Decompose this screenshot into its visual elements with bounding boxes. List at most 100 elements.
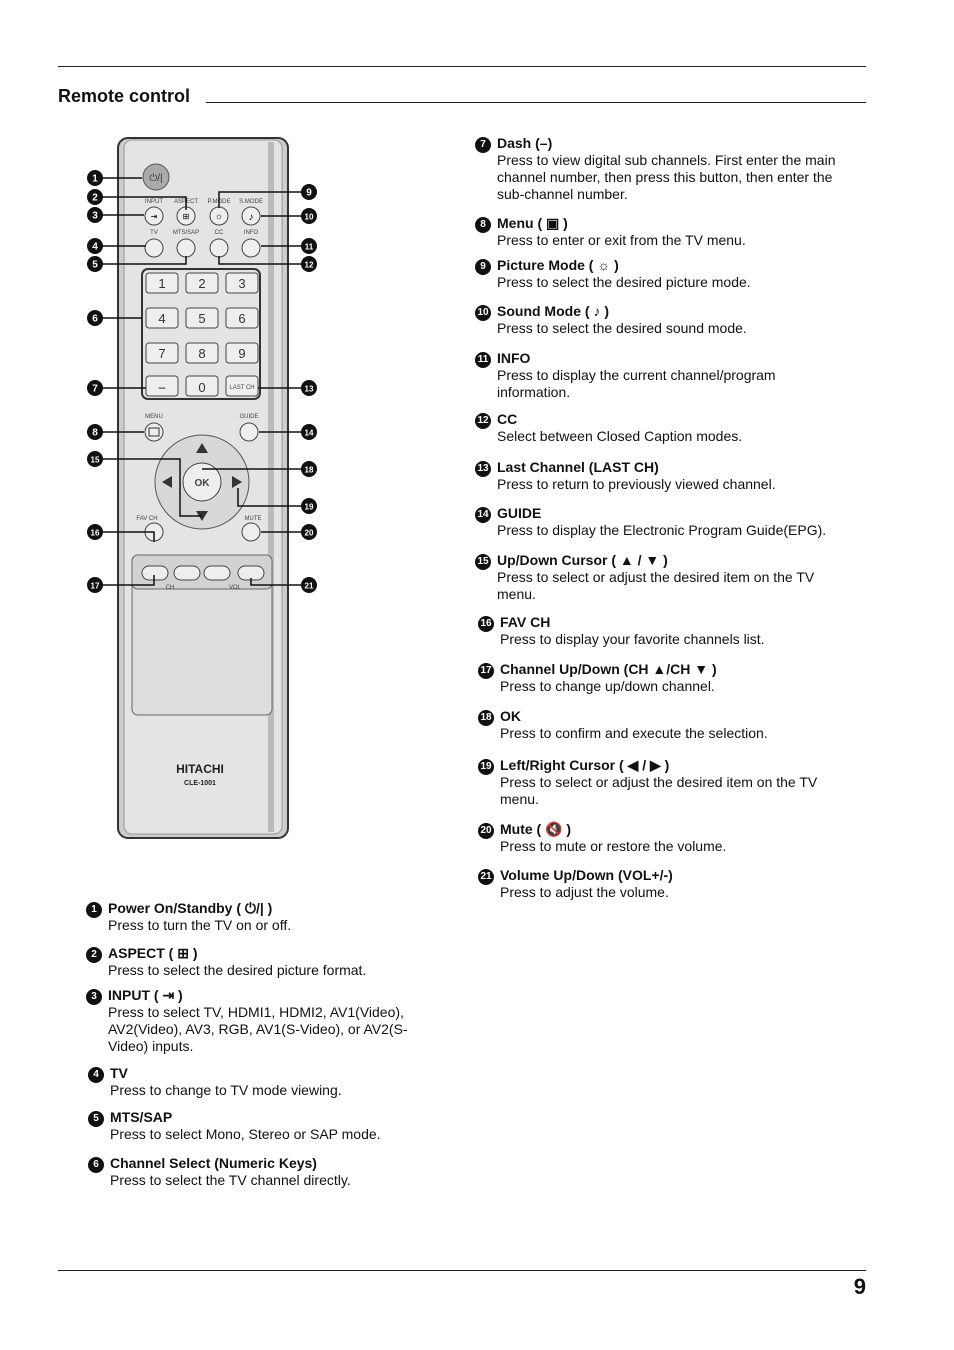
zero-button xyxy=(185,375,219,397)
up-arrow-icon xyxy=(196,443,208,453)
cc-button xyxy=(209,238,229,258)
item-heading: INPUT ( ⇥ ) xyxy=(108,987,183,1003)
callout-2-label: 2 xyxy=(92,193,98,204)
item-number-badge: 9 xyxy=(475,259,491,275)
item-heading: ASPECT ( ⊞ ) xyxy=(108,945,198,961)
title-rule xyxy=(206,102,866,103)
callout-18-label: 18 xyxy=(305,466,314,475)
label-tv: TV xyxy=(150,230,158,236)
item-number-badge: 12 xyxy=(475,413,491,429)
item-heading: GUIDE xyxy=(497,505,542,521)
callout-7-badge xyxy=(87,380,103,396)
callout-5-badge xyxy=(87,256,103,272)
callout-14-badge xyxy=(301,424,317,440)
brand-logo: HITACHI xyxy=(176,762,224,776)
label-ch: CH xyxy=(166,585,175,591)
item-heading: Mute ( 🔇 ) xyxy=(500,821,572,837)
item-heading: TV xyxy=(110,1065,128,1081)
mts-button xyxy=(176,238,196,258)
callout-19-label: 19 xyxy=(305,503,314,512)
item-number-badge: 7 xyxy=(475,137,491,153)
item-number-badge: 4 xyxy=(88,1067,104,1083)
item-19: 19 Left/Right Cursor ( ◀ / ▶ ) Press to … xyxy=(478,757,850,808)
item-number-badge: 17 xyxy=(478,663,494,679)
callout-17-badge xyxy=(87,577,103,593)
callout-10-badge xyxy=(301,208,317,224)
item-heading: FAV CH xyxy=(500,614,551,630)
label-vol: VOL xyxy=(229,585,242,591)
callout-13-label: 13 xyxy=(305,385,314,394)
input-button xyxy=(144,206,164,226)
zero-label: 0 xyxy=(198,380,205,395)
lastch-button xyxy=(225,375,259,397)
callout-18-badge xyxy=(301,461,317,477)
item-14: 14 GUIDE Press to display the Electronic… xyxy=(475,505,847,539)
item-heading: OK xyxy=(500,708,521,724)
item-number-badge: 15 xyxy=(475,554,491,570)
bottom-rule xyxy=(58,1270,866,1271)
item-4: 4 TV Press to change to TV mode viewing. xyxy=(88,1065,440,1099)
item-heading: CC xyxy=(497,411,518,427)
callout-6-label: 6 xyxy=(92,314,98,325)
key-9-label: 9 xyxy=(238,346,245,361)
top-rule xyxy=(58,66,866,67)
ch-up-button xyxy=(173,565,201,581)
callout-14-label: 14 xyxy=(305,429,314,438)
left-arrow-icon xyxy=(162,476,172,488)
right-arrow-icon xyxy=(232,476,242,488)
callout-10-label: 10 xyxy=(305,213,314,222)
ok-label: OK xyxy=(195,478,211,489)
page-title: Remote control xyxy=(58,86,197,107)
guide-button xyxy=(239,422,259,442)
item-1: 1 Power On/Standby ( ⏻/| ) Press to turn… xyxy=(86,900,438,934)
remote-illustration: ⏻/| INPUT ASPECT P.MODE S.MODE ⇥ ⊞ ☼ ♪ T… xyxy=(87,137,317,839)
item-12: 12 CC Select between Closed Caption mode… xyxy=(475,411,847,445)
key-3-label: 3 xyxy=(238,276,245,291)
callout-12-label: 12 xyxy=(305,261,314,270)
item-description: Press to select or adjust the desired it… xyxy=(497,569,815,602)
dash-button xyxy=(145,375,179,397)
item-number-badge: 8 xyxy=(475,217,491,233)
lastch-label: LAST CH xyxy=(229,385,254,391)
item-heading: Channel Up/Down (CH ▲/CH ▼ ) xyxy=(500,661,717,677)
callout-7-label: 7 xyxy=(92,384,98,395)
callout-3-label: 3 xyxy=(92,211,98,222)
svg-text:⇥: ⇥ xyxy=(151,212,158,221)
power-button xyxy=(142,163,170,191)
key-8-label: 8 xyxy=(198,346,205,361)
dash-label: – xyxy=(159,380,166,394)
item-description: Press to select the desired picture mode… xyxy=(497,274,751,290)
item-number-badge: 10 xyxy=(475,305,491,321)
item-description: Press to display your favorite channels … xyxy=(500,631,765,647)
item-description: Press to select the desired sound mode. xyxy=(497,320,747,336)
callout-9-label: 9 xyxy=(306,188,312,199)
item-heading: Power On/Standby ( ⏻/| ) xyxy=(108,900,273,916)
callout-6-badge xyxy=(87,310,103,326)
item-17: 17 Channel Up/Down (CH ▲/CH ▼ ) Press to… xyxy=(478,661,850,695)
item-number-badge: 20 xyxy=(478,823,494,839)
key-7-label: 7 xyxy=(158,346,165,361)
callout-21-badge xyxy=(301,577,317,593)
key-6-label: 6 xyxy=(238,311,245,326)
item-description: Press to select or adjust the desired it… xyxy=(500,774,818,807)
item-heading: Dash (–) xyxy=(497,135,553,151)
item-number-badge: 3 xyxy=(86,989,102,1005)
item-8: 8 Menu ( ▣ ) Press to enter or exit from… xyxy=(475,215,847,249)
item-description: Press to change to TV mode viewing. xyxy=(110,1082,342,1098)
item-5: 5 MTS/SAP Press to select Mono, Stereo o… xyxy=(88,1109,440,1143)
callout-16-badge xyxy=(87,524,103,540)
item-heading: Last Channel (LAST CH) xyxy=(497,459,659,475)
item-number-badge: 5 xyxy=(88,1111,104,1127)
item-description: Press to enter or exit from the TV menu. xyxy=(497,232,746,248)
key-6-button xyxy=(225,307,259,329)
item-description: Press to change up/down channel. xyxy=(500,678,715,694)
item-description: Press to display the Electronic Program … xyxy=(497,522,827,538)
item-9: 9 Picture Mode ( ☼ ) Press to select the… xyxy=(475,257,847,291)
item-heading: Volume Up/Down (VOL+/-) xyxy=(500,867,673,883)
callout-13-badge xyxy=(301,380,317,396)
callout-20-label: 20 xyxy=(305,529,314,538)
item-heading: Picture Mode ( ☼ ) xyxy=(497,257,619,273)
label-cc: CC xyxy=(215,230,224,236)
callout-9-badge xyxy=(301,184,317,200)
vol-down-button xyxy=(203,565,231,581)
